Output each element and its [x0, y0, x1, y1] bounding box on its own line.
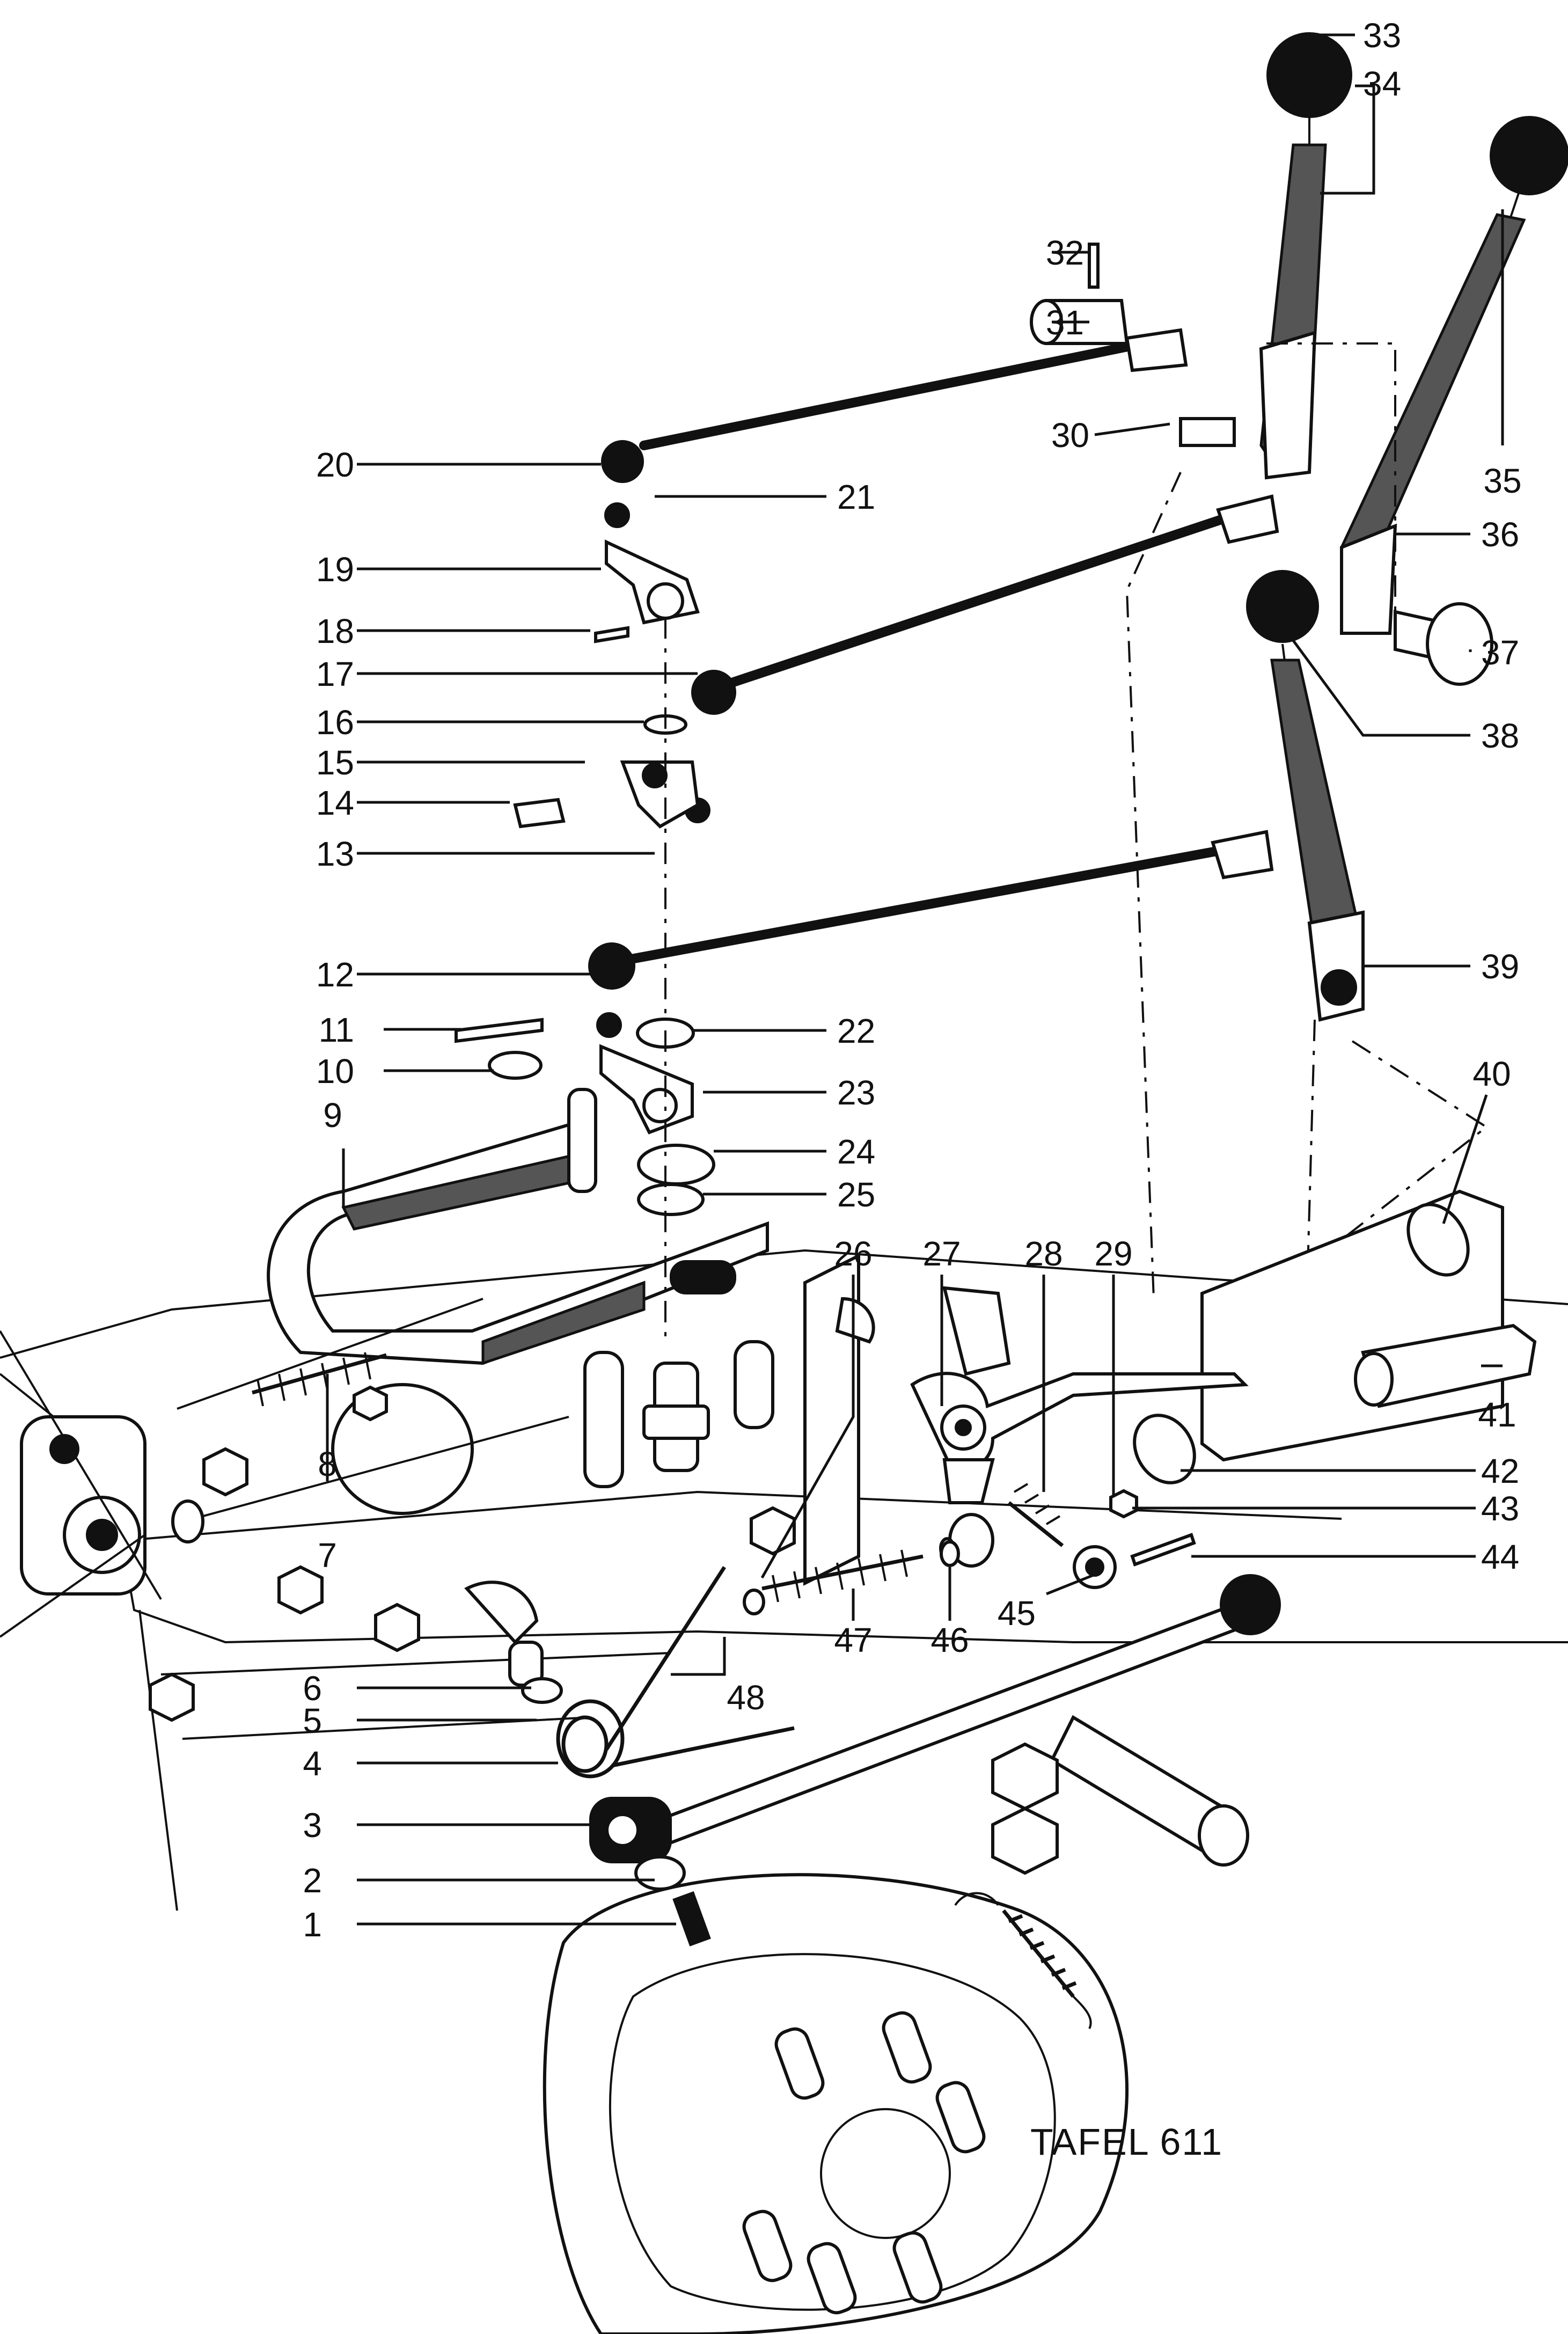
callout-42: 42: [1481, 1452, 1519, 1490]
callout-45: 45: [998, 1594, 1036, 1633]
callout-1: 1: [303, 1905, 322, 1944]
callout-32: 32: [1046, 233, 1084, 272]
callout-44: 44: [1481, 1538, 1519, 1576]
callout-leaders: [326, 33, 1504, 1926]
callout-34: 34: [1363, 64, 1401, 103]
shift-mechanism: [803, 1189, 1537, 1589]
selector-shafts: [331, 1340, 774, 1515]
callout-41: 41: [1478, 1395, 1516, 1434]
callout-11: 11: [319, 1011, 354, 1049]
callout-26: 26: [834, 1234, 872, 1273]
callout-21: 21: [837, 478, 875, 516]
callout-47: 47: [834, 1621, 872, 1659]
callout-27: 27: [922, 1234, 961, 1273]
callout-36: 36: [1481, 515, 1519, 554]
callout-12: 12: [316, 955, 354, 994]
callout-39: 39: [1481, 947, 1519, 986]
assembly-lines: [664, 342, 1489, 1401]
callout-29: 29: [1094, 1234, 1132, 1273]
callout-6: 6: [303, 1669, 322, 1708]
callout-3: 3: [303, 1806, 322, 1845]
callout-22: 22: [837, 1012, 875, 1050]
callout-13: 13: [316, 835, 354, 873]
left-bearing-boss: [0, 1330, 162, 1638]
callout-20: 20: [316, 445, 354, 484]
callout-46: 46: [930, 1621, 969, 1659]
callout-19: 19: [316, 550, 354, 589]
callout-9: 9: [323, 1096, 342, 1135]
return-spring: [556, 1566, 795, 1779]
callout-14: 14: [316, 784, 354, 822]
bell-housing: [543, 1715, 1249, 2334]
callout-33: 33: [1363, 16, 1401, 55]
callout-labels: 1 2 3 4 5 6 7 8 9 10 11 12 13 14 15 16 1…: [303, 16, 1521, 1944]
callout-15: 15: [316, 743, 354, 782]
gearbox-housing-outline: [0, 1249, 1568, 1911]
callout-18: 18: [316, 612, 354, 650]
callout-25: 25: [837, 1175, 875, 1214]
callout-35: 35: [1483, 462, 1521, 500]
brake-rods: [171, 1298, 569, 1543]
callout-40: 40: [1472, 1055, 1511, 1093]
parts-drawing: [0, 32, 1568, 2334]
diagram-title: TAFEL 611: [1030, 2121, 1223, 2163]
callout-31: 31: [1046, 303, 1084, 342]
callout-8: 8: [318, 1445, 337, 1483]
callout-16: 16: [316, 703, 354, 742]
pivot-pin: [464, 1581, 563, 1704]
brake-band: [267, 1088, 769, 1365]
callout-10: 10: [316, 1052, 354, 1091]
tension-spring: [743, 1540, 960, 1615]
callout-4: 4: [303, 1744, 322, 1783]
callout-30: 30: [1051, 416, 1089, 455]
callout-17: 17: [316, 655, 354, 693]
callout-37: 37: [1481, 633, 1519, 672]
callout-38: 38: [1481, 716, 1519, 755]
callout-48: 48: [727, 1678, 765, 1717]
callout-24: 24: [837, 1132, 875, 1171]
callout-28: 28: [1024, 1234, 1063, 1273]
callout-2: 2: [303, 1861, 322, 1900]
callout-23: 23: [837, 1073, 875, 1112]
handbrake-lever: [589, 1574, 1281, 1947]
callout-7: 7: [318, 1536, 337, 1575]
shift-rods: [588, 328, 1279, 990]
callout-5: 5: [303, 1701, 322, 1740]
callout-43: 43: [1481, 1489, 1519, 1528]
housing-bolts: [149, 1447, 796, 1722]
